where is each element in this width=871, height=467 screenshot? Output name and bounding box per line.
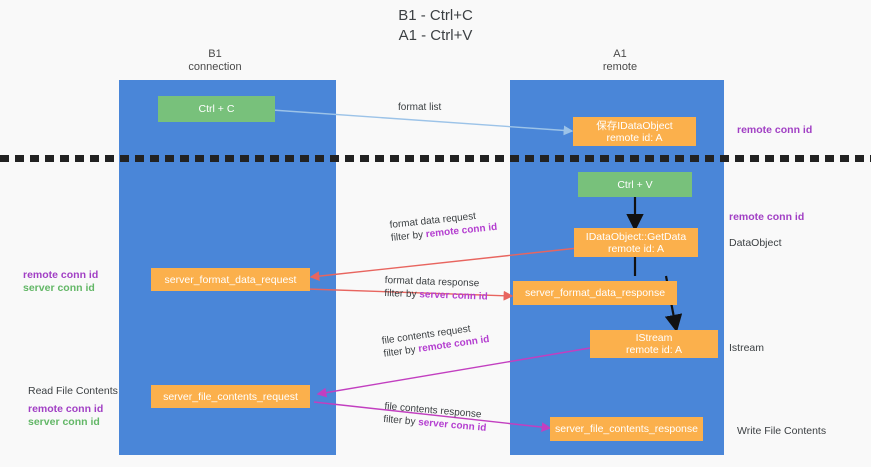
file-contents-response-line2-prefix: filter by bbox=[382, 413, 419, 428]
server-file-contents-response-box[interactable]: server_file_contents_response bbox=[550, 417, 703, 441]
server-format-data-request-box[interactable]: server_format_data_request bbox=[151, 268, 310, 291]
ctrl-c-box[interactable]: Ctrl + C bbox=[158, 96, 275, 122]
note-read-file-contents: Read File Contents bbox=[28, 385, 118, 397]
note-istream: Istream bbox=[729, 342, 765, 354]
getdata-box[interactable]: IDataObject::GetData remote id: A bbox=[574, 228, 698, 257]
server-format-data-response-box[interactable]: server_format_data_response bbox=[513, 281, 677, 305]
arrow-format-data-request bbox=[309, 247, 579, 281]
note-server-conn-id-left: server conn id bbox=[23, 282, 95, 294]
arrow-format-data-response bbox=[306, 288, 514, 301]
istream-box[interactable]: IStream remote id: A bbox=[590, 330, 718, 358]
arrow-file-contents-response bbox=[313, 401, 552, 432]
note-remote-conn-id-left2: remote conn id bbox=[28, 403, 104, 415]
note-server-conn-id-left2: server conn id bbox=[28, 416, 100, 428]
note-remote-conn-id-mid: remote conn id bbox=[729, 211, 805, 223]
arrow-format-list bbox=[271, 109, 574, 136]
note-write-file-contents: Write File Contents bbox=[737, 425, 827, 437]
ctrl-v-box[interactable]: Ctrl + V bbox=[578, 172, 692, 197]
note-remote-conn-id-top: remote conn id bbox=[737, 124, 813, 136]
format-data-response-line2-key: server conn id bbox=[419, 289, 488, 303]
lane-title-a1: A1 remote bbox=[602, 48, 638, 73]
format-data-response-line2-prefix: filter by bbox=[384, 287, 420, 301]
format-data-request-line2-prefix: filter by bbox=[390, 229, 427, 244]
lane-title-b1: B1 connection bbox=[188, 48, 242, 73]
page-title: B1 - Ctrl+C A1 - Ctrl+V bbox=[398, 7, 473, 44]
idataobject-box[interactable]: 保存IDataObject remote id: A bbox=[573, 117, 696, 146]
note-dataobject: DataObject bbox=[729, 237, 782, 249]
phase-divider bbox=[0, 155, 871, 162]
arrow-file-contents-request bbox=[316, 347, 591, 398]
format-data-response-label: format data response filter by server co… bbox=[384, 274, 488, 304]
format-list-label: format list bbox=[398, 101, 441, 114]
server-file-contents-request-box[interactable]: server_file_contents_request bbox=[151, 385, 310, 408]
note-remote-conn-id-left: remote conn id bbox=[23, 269, 99, 281]
format-list-label-line1: format list bbox=[398, 102, 442, 113]
